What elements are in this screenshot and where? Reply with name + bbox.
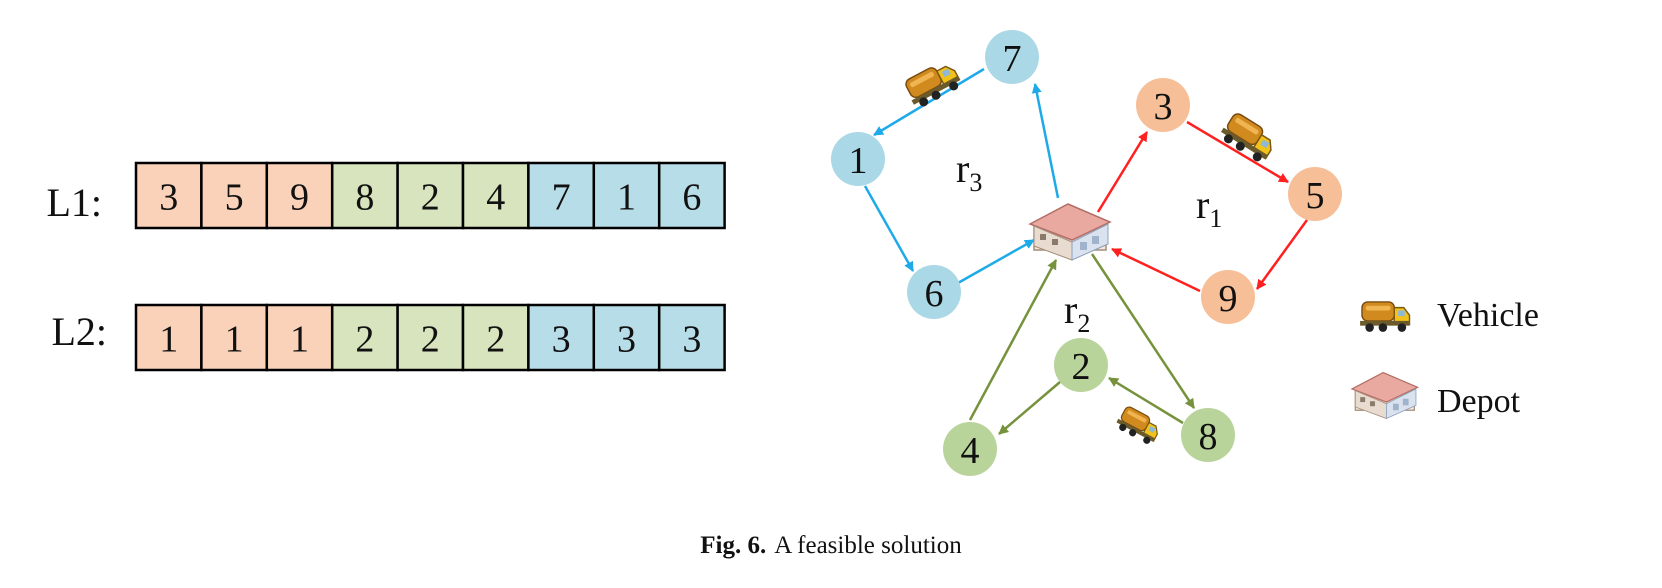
array-l1-cell bbox=[527, 161, 596, 230]
array-l1-cell-value: 5 bbox=[225, 177, 244, 219]
node-9-label: 9 bbox=[1219, 278, 1238, 320]
edge-2-4 bbox=[998, 381, 1061, 435]
legend: Vehicle Depot bbox=[1351, 297, 1539, 420]
array-l2-cell-value: 2 bbox=[421, 319, 440, 361]
route-label-r2-sub: 2 bbox=[1077, 309, 1090, 338]
legend-depot: Depot bbox=[1351, 371, 1521, 420]
legend-vehicle: Vehicle bbox=[1359, 297, 1539, 334]
array-l1-cell-value: 8 bbox=[355, 177, 374, 219]
array-l2-cell bbox=[396, 303, 465, 372]
array-l1-cell-value: 4 bbox=[486, 177, 505, 219]
route-label-r3: r3 bbox=[956, 146, 982, 197]
array-l2-cell-value: 3 bbox=[552, 319, 571, 361]
array-l1-cell bbox=[200, 161, 269, 230]
edge-depot-7 bbox=[1031, 83, 1060, 199]
array-l2-cell bbox=[592, 303, 661, 372]
edge-5-9 bbox=[1255, 219, 1309, 290]
array-l1-cell-value: 3 bbox=[159, 177, 178, 219]
array-l1-cell-value: 2 bbox=[421, 177, 440, 219]
array-l2-cell bbox=[134, 303, 203, 372]
array-l2-cell-value: 3 bbox=[617, 319, 636, 361]
route-label-r1-base: r bbox=[1196, 182, 1209, 227]
array-l2: L2: 1 1 1 2 2 2 3 3 3 bbox=[51, 303, 726, 372]
edge-9-depot bbox=[1111, 247, 1201, 293]
array-l1: L1: 3 5 9 8 2 4 7 1 6 bbox=[46, 161, 726, 230]
route-label-r2-base: r bbox=[1064, 287, 1077, 332]
node-1-label: 1 bbox=[849, 140, 868, 182]
legend-depot-label: Depot bbox=[1437, 383, 1521, 420]
edge-depot-8 bbox=[1090, 253, 1196, 409]
array-l2-cell bbox=[265, 303, 334, 372]
svg-text:r1: r1 bbox=[1196, 182, 1222, 233]
route-label-r1-sub: 1 bbox=[1209, 204, 1222, 233]
route-r3-arrows bbox=[863, 67, 1060, 285]
array-l2-cell-value: 1 bbox=[159, 319, 178, 361]
node-6-label: 6 bbox=[925, 273, 944, 315]
truck-icon bbox=[901, 57, 964, 112]
array-l2-cell-value: 2 bbox=[486, 319, 505, 361]
array-l2-cell bbox=[527, 303, 596, 372]
route-label-r3-base: r bbox=[956, 146, 969, 191]
route-r2-arrows bbox=[968, 253, 1196, 435]
array-l2-label: L2: bbox=[51, 309, 107, 354]
edge-6-depot bbox=[957, 238, 1035, 285]
route-label-r1: r1 bbox=[1196, 182, 1222, 233]
node-7: 7 bbox=[985, 30, 1039, 84]
node-5: 5 bbox=[1288, 167, 1342, 221]
array-l1-cell bbox=[396, 161, 465, 230]
node-3-label: 3 bbox=[1154, 86, 1173, 128]
svg-text:r3: r3 bbox=[956, 146, 982, 197]
edge-7-1 bbox=[873, 67, 985, 137]
node-3: 3 bbox=[1136, 78, 1190, 132]
array-l1-label: L1: bbox=[46, 180, 102, 225]
array-l1-cell-value: 7 bbox=[552, 177, 571, 219]
array-l1-cell-value: 9 bbox=[290, 177, 309, 219]
route-r1-arrows bbox=[1096, 120, 1309, 293]
truck-icon bbox=[1359, 301, 1411, 333]
array-l2-cell bbox=[330, 303, 399, 372]
node-8: 8 bbox=[1181, 408, 1235, 462]
node-8-label: 8 bbox=[1199, 416, 1218, 458]
edge-3-5 bbox=[1186, 120, 1289, 184]
array-l1-cell bbox=[265, 161, 334, 230]
array-l1-cell bbox=[592, 161, 661, 230]
array-l1-cell-value: 6 bbox=[682, 177, 701, 219]
figure-caption: Fig. 6. A feasible solution bbox=[0, 532, 1662, 560]
figure-caption-text: A feasible solution bbox=[774, 532, 962, 559]
depot-building-icon bbox=[1351, 371, 1419, 420]
truck-icon bbox=[1113, 404, 1164, 448]
depot-building-icon bbox=[1029, 203, 1111, 261]
route-label-r2: r2 bbox=[1064, 287, 1090, 338]
node-2-label: 2 bbox=[1072, 346, 1091, 388]
array-l1-cell bbox=[657, 161, 726, 230]
array-l2-cell bbox=[657, 303, 726, 372]
edge-8-2 bbox=[1108, 376, 1184, 425]
graph-nodes: 7 1 6 3 5 9 2 4 bbox=[831, 30, 1342, 476]
node-1: 1 bbox=[831, 132, 885, 186]
svg-text:r2: r2 bbox=[1064, 287, 1090, 338]
legend-vehicle-label: Vehicle bbox=[1437, 297, 1539, 334]
node-4: 4 bbox=[943, 422, 997, 476]
figure-number: Fig. 6. bbox=[700, 532, 767, 559]
node-6: 6 bbox=[907, 265, 961, 319]
array-l2-cell-value: 1 bbox=[290, 319, 309, 361]
node-9: 9 bbox=[1201, 270, 1255, 324]
route-label-r3-sub: 3 bbox=[969, 168, 982, 197]
array-l1-cell bbox=[461, 161, 530, 230]
array-l1-cell-value: 1 bbox=[617, 177, 636, 219]
edge-1-6 bbox=[863, 185, 915, 272]
edge-depot-3 bbox=[1096, 131, 1149, 213]
array-l2-cell-value: 1 bbox=[225, 319, 244, 361]
node-7-label: 7 bbox=[1003, 38, 1022, 80]
edge-4-depot bbox=[968, 259, 1058, 421]
array-l2-cell-value: 2 bbox=[355, 319, 374, 361]
node-5-label: 5 bbox=[1306, 175, 1325, 217]
array-l2-cell-value: 3 bbox=[682, 319, 701, 361]
array-l1-cell bbox=[134, 161, 203, 230]
node-4-label: 4 bbox=[961, 430, 980, 472]
node-2: 2 bbox=[1054, 338, 1108, 392]
